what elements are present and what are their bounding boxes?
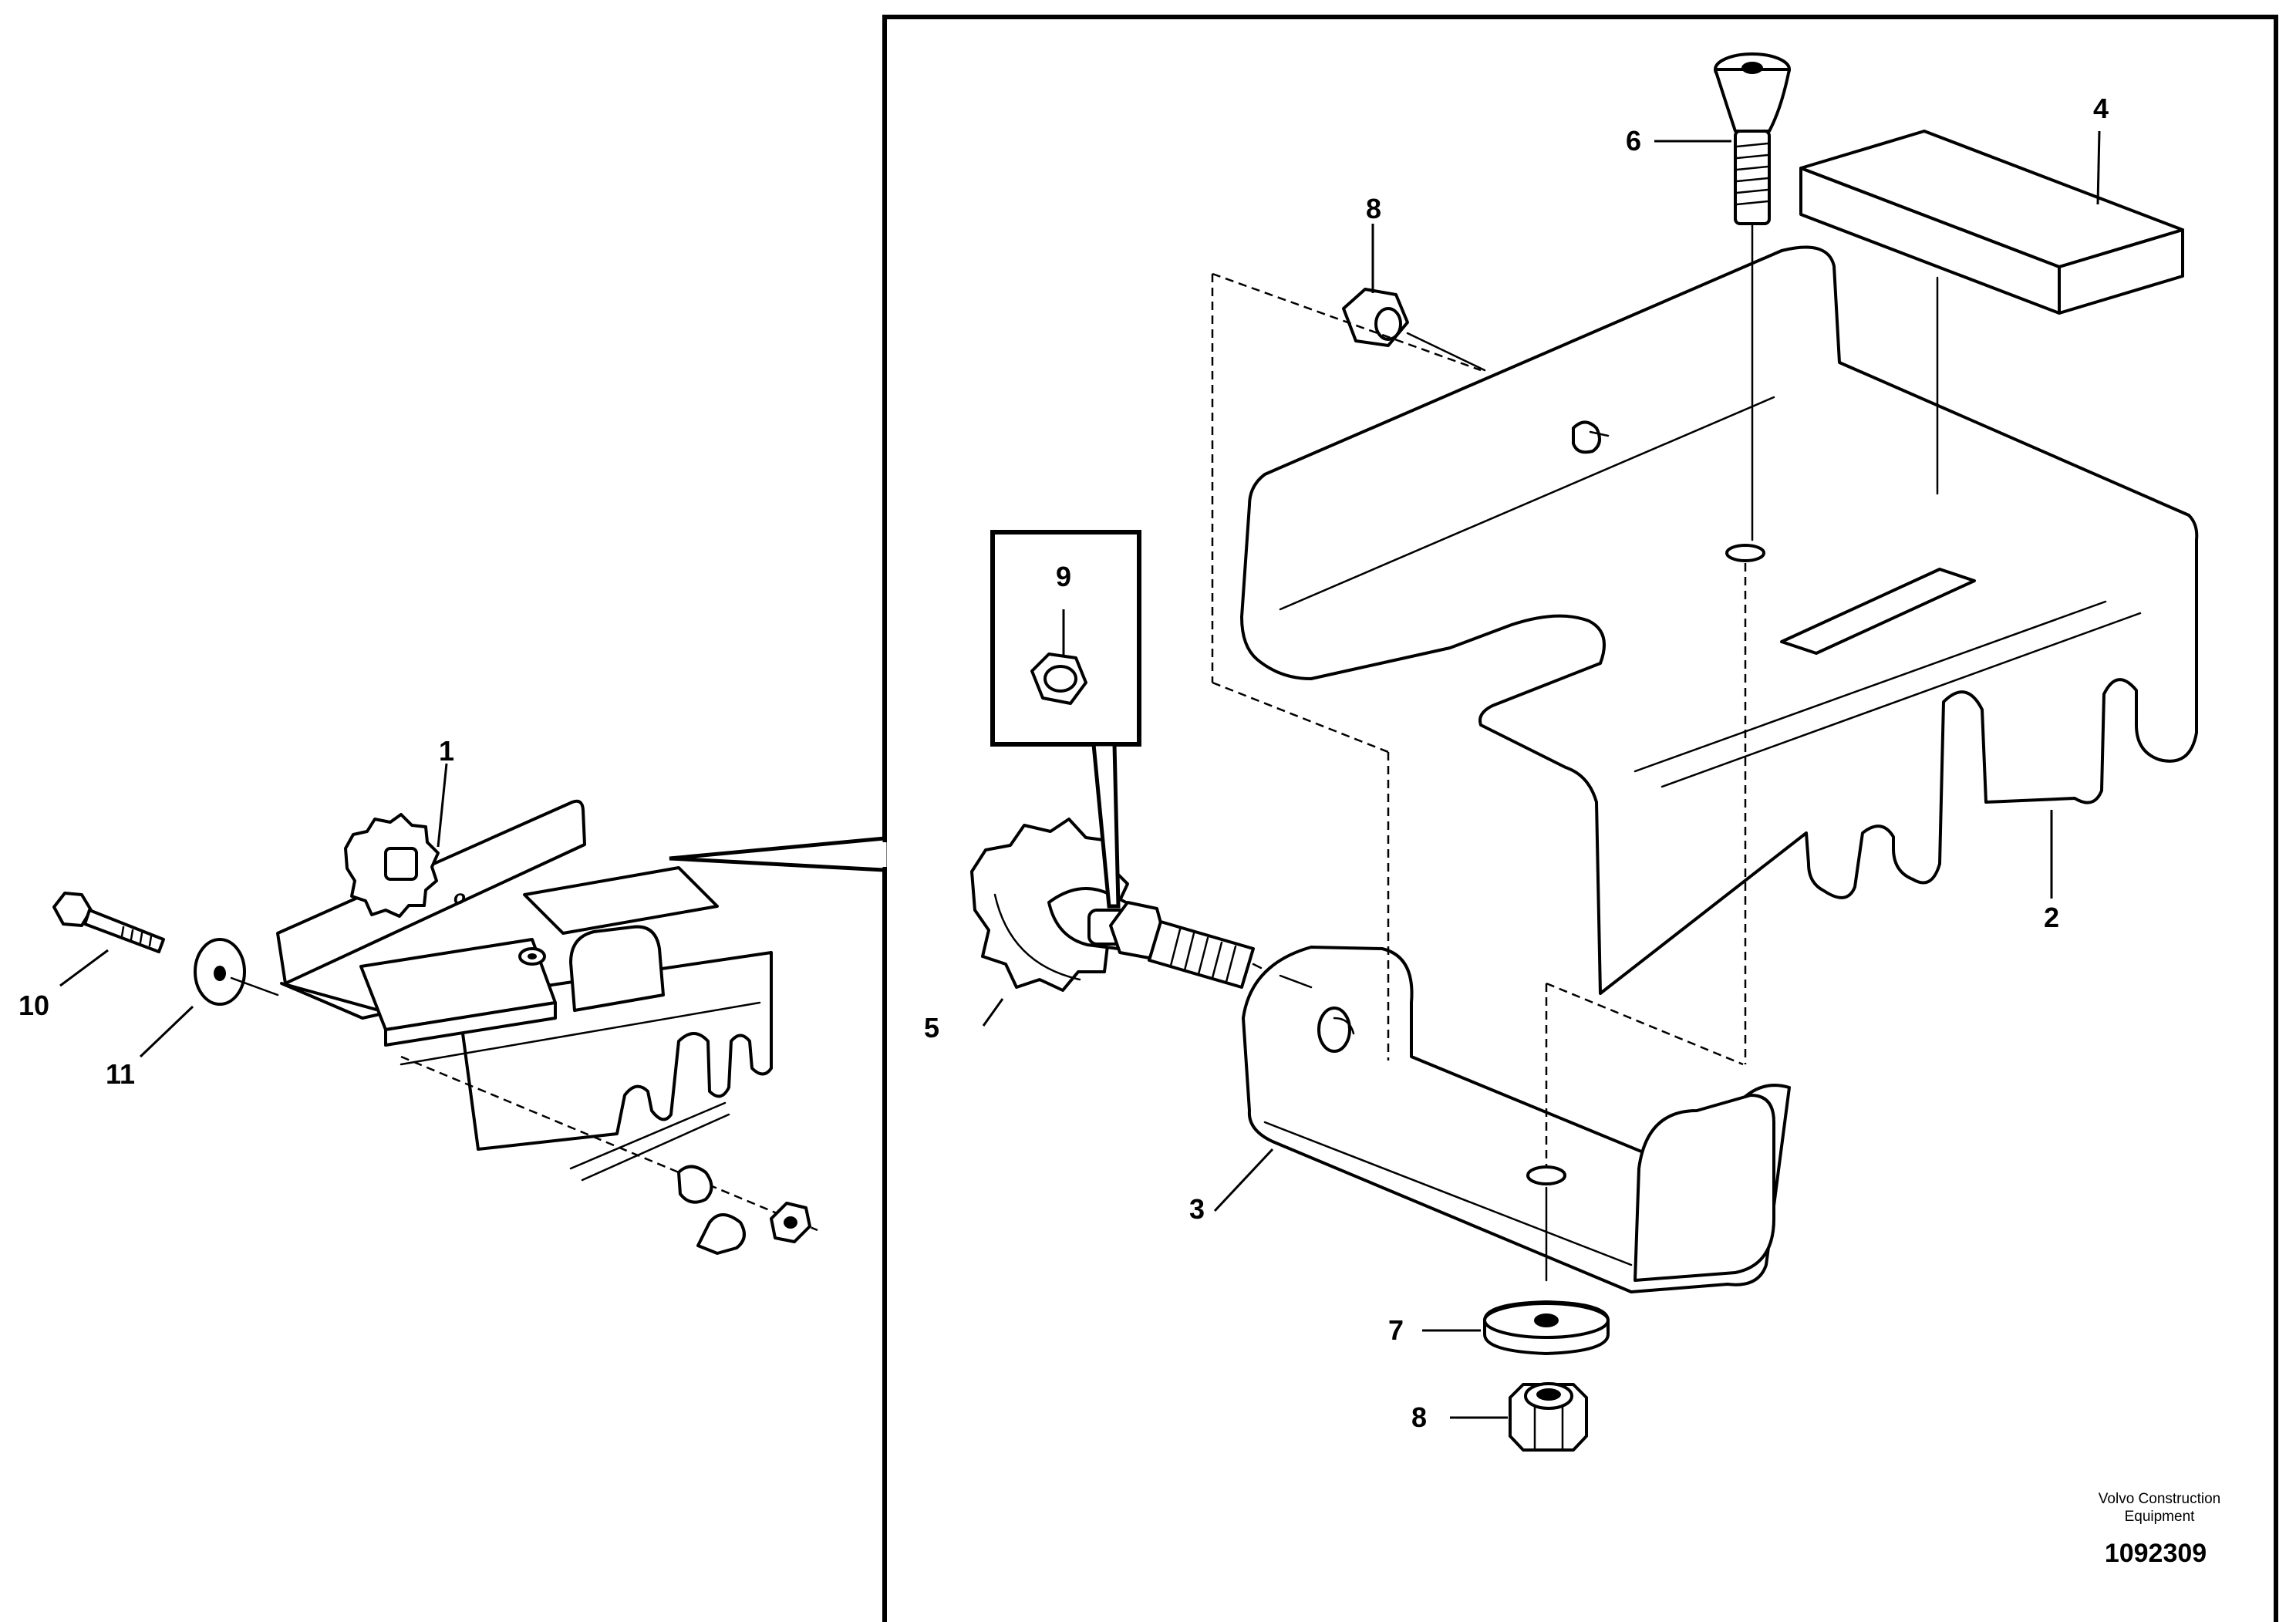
callout-8-top: 8 (1366, 193, 1381, 224)
callout-2: 2 (2044, 902, 2059, 933)
drawing-number: 1092309 (2105, 1539, 2207, 1568)
leader-lines (59, 130, 2101, 1419)
detail-pointer (669, 836, 887, 872)
callout-6: 6 (1626, 125, 1641, 157)
detail-frame (882, 15, 2278, 1622)
knob-part-5 (970, 818, 1313, 992)
callout-9: 9 (1056, 561, 1071, 592)
callout-8-bottom: 8 (1411, 1401, 1427, 1433)
callout-10: 10 (19, 990, 49, 1021)
inset-part-9 (990, 530, 1141, 909)
callout-5: 5 (924, 1012, 939, 1044)
screw-part-6 (1714, 52, 1791, 1064)
credit-company: Volvo Construction (2099, 1491, 2220, 1507)
callout-7: 7 (1388, 1314, 1404, 1346)
clamp-part-3 (1211, 272, 1791, 1293)
credit-block: Volvo Construction Equipment 1092309 (2099, 1491, 2220, 1568)
callout-4: 4 (2093, 93, 2109, 124)
nut-part-8-top (1342, 288, 1486, 372)
pad-part-4 (1799, 130, 2184, 315)
callout-labels: 1 2 3 4 5 6 7 8 8 9 10 11 (19, 93, 2109, 1433)
washer-part-7 (1483, 1300, 1610, 1355)
bracket-part-2 (1240, 245, 2199, 995)
overview-assembly: o (52, 799, 818, 1255)
svg-text:o: o (453, 885, 466, 909)
credit-company-2: Equipment (2125, 1509, 2196, 1525)
callout-11: 11 (106, 1058, 135, 1090)
callout-3: 3 (1189, 1193, 1205, 1225)
nut-part-8-bottom (1509, 1382, 1588, 1452)
callout-1: 1 (439, 735, 454, 767)
